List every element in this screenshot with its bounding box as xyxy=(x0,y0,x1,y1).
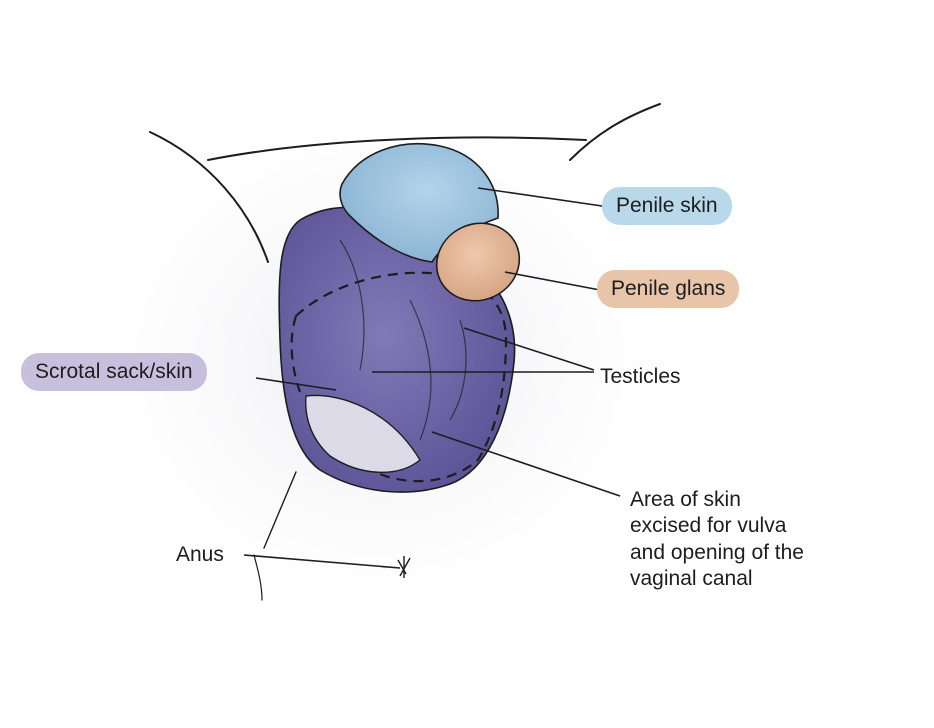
leader-area xyxy=(431,431,621,497)
scrotal-sack-label: Scrotal sack/skin xyxy=(21,353,207,392)
leader-penile-skin xyxy=(477,187,603,207)
incision-line-left xyxy=(290,315,302,393)
area-excised-line: Area of skin xyxy=(630,488,741,511)
area-excised-line: and opening of the xyxy=(630,540,804,564)
penile-glans xyxy=(435,222,521,302)
leader-testicles-a xyxy=(463,327,595,371)
body-contours xyxy=(149,103,661,601)
penile-skin-label: Penile skin xyxy=(602,187,732,226)
leader-penile-glans xyxy=(504,271,601,291)
excised-area xyxy=(305,394,421,474)
penile-glans-label: Penile glans xyxy=(597,270,740,309)
area-excised-label: Area of skin excised for vulva and openi… xyxy=(630,487,890,592)
anus-mark xyxy=(397,556,411,578)
leader-lines xyxy=(243,187,621,569)
anus-label: Anus xyxy=(176,543,224,566)
testicles-label: Testicles xyxy=(600,365,681,388)
area-excised-line: excised for vulva xyxy=(630,514,787,538)
testicle-folds xyxy=(339,239,467,441)
leader-anus xyxy=(243,554,401,569)
incision-line xyxy=(295,271,508,483)
area-excised-line: vaginal canal xyxy=(630,566,753,590)
leader-scrotal xyxy=(255,377,337,391)
